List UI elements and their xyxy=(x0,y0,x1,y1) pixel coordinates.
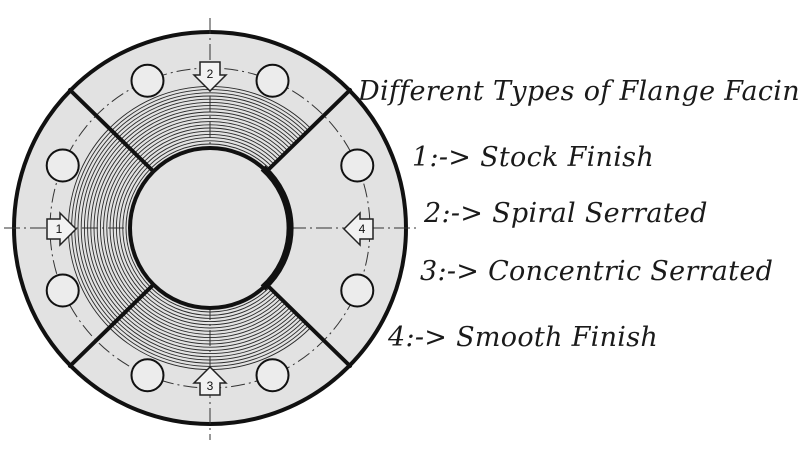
arrow-down-icon xyxy=(192,61,228,93)
bolt-hole xyxy=(340,273,375,308)
bore-bold-edge xyxy=(260,165,294,291)
left-serration-ring xyxy=(106,154,138,302)
divider-bottom-left xyxy=(68,284,154,368)
bottom-serration-ring xyxy=(120,316,300,355)
bottom-serration-ring xyxy=(143,293,277,322)
quadrant-dividers xyxy=(68,88,352,368)
left-serration-ring xyxy=(80,136,120,320)
top-serration-ring xyxy=(114,92,306,133)
facing-type-spiral-serrated: 2:-> Spiral Serrated xyxy=(424,198,708,229)
top-serration-ring xyxy=(127,111,293,147)
bolt-hole xyxy=(130,63,165,98)
marker-1: 1 xyxy=(46,211,78,247)
left-serration-ring xyxy=(77,134,117,322)
divider-top-right xyxy=(266,88,352,172)
bottom-serration-ring xyxy=(138,298,282,329)
bottom-serration-ring xyxy=(125,311,295,348)
bolt-hole xyxy=(255,358,290,393)
marker-2: 2 xyxy=(192,61,228,93)
bolt-hole xyxy=(130,358,165,393)
bolt-hole xyxy=(45,148,80,183)
marker-label-2: 2 xyxy=(207,67,214,81)
top-serration-ring xyxy=(148,140,272,167)
marker-label-3: 3 xyxy=(207,379,214,393)
bolt-holes xyxy=(45,63,375,393)
diagram-title: Different Types of Flange Facing: xyxy=(358,76,800,107)
facing-type-concentric-serrated: 3:-> Concentric Serrated xyxy=(420,256,774,287)
arrow-up-icon xyxy=(192,365,228,396)
top-serration-ring xyxy=(129,114,291,149)
top-serration-ring xyxy=(134,121,286,154)
arrow-right-icon xyxy=(46,211,78,247)
bolt-hole xyxy=(45,273,80,308)
bolt-hole xyxy=(255,63,290,98)
facing-type-smooth-finish: 4:-> Smooth Finish xyxy=(388,322,659,353)
marker-3: 3 xyxy=(192,365,228,396)
marker-label-4: 4 xyxy=(359,222,366,236)
bolt-hole xyxy=(340,148,375,183)
divider-top-left xyxy=(68,88,154,172)
divider-bottom-right xyxy=(266,284,352,368)
marker-4: 4 xyxy=(342,211,374,247)
marker-label-1: 1 xyxy=(56,222,63,236)
arrow-left-icon xyxy=(342,211,374,247)
top-serration-ring xyxy=(132,117,288,151)
left-serration-ring xyxy=(125,168,151,288)
left-serration-ring xyxy=(99,150,133,306)
facing-type-stock-finish: 1:-> Stock Finish xyxy=(412,142,655,173)
